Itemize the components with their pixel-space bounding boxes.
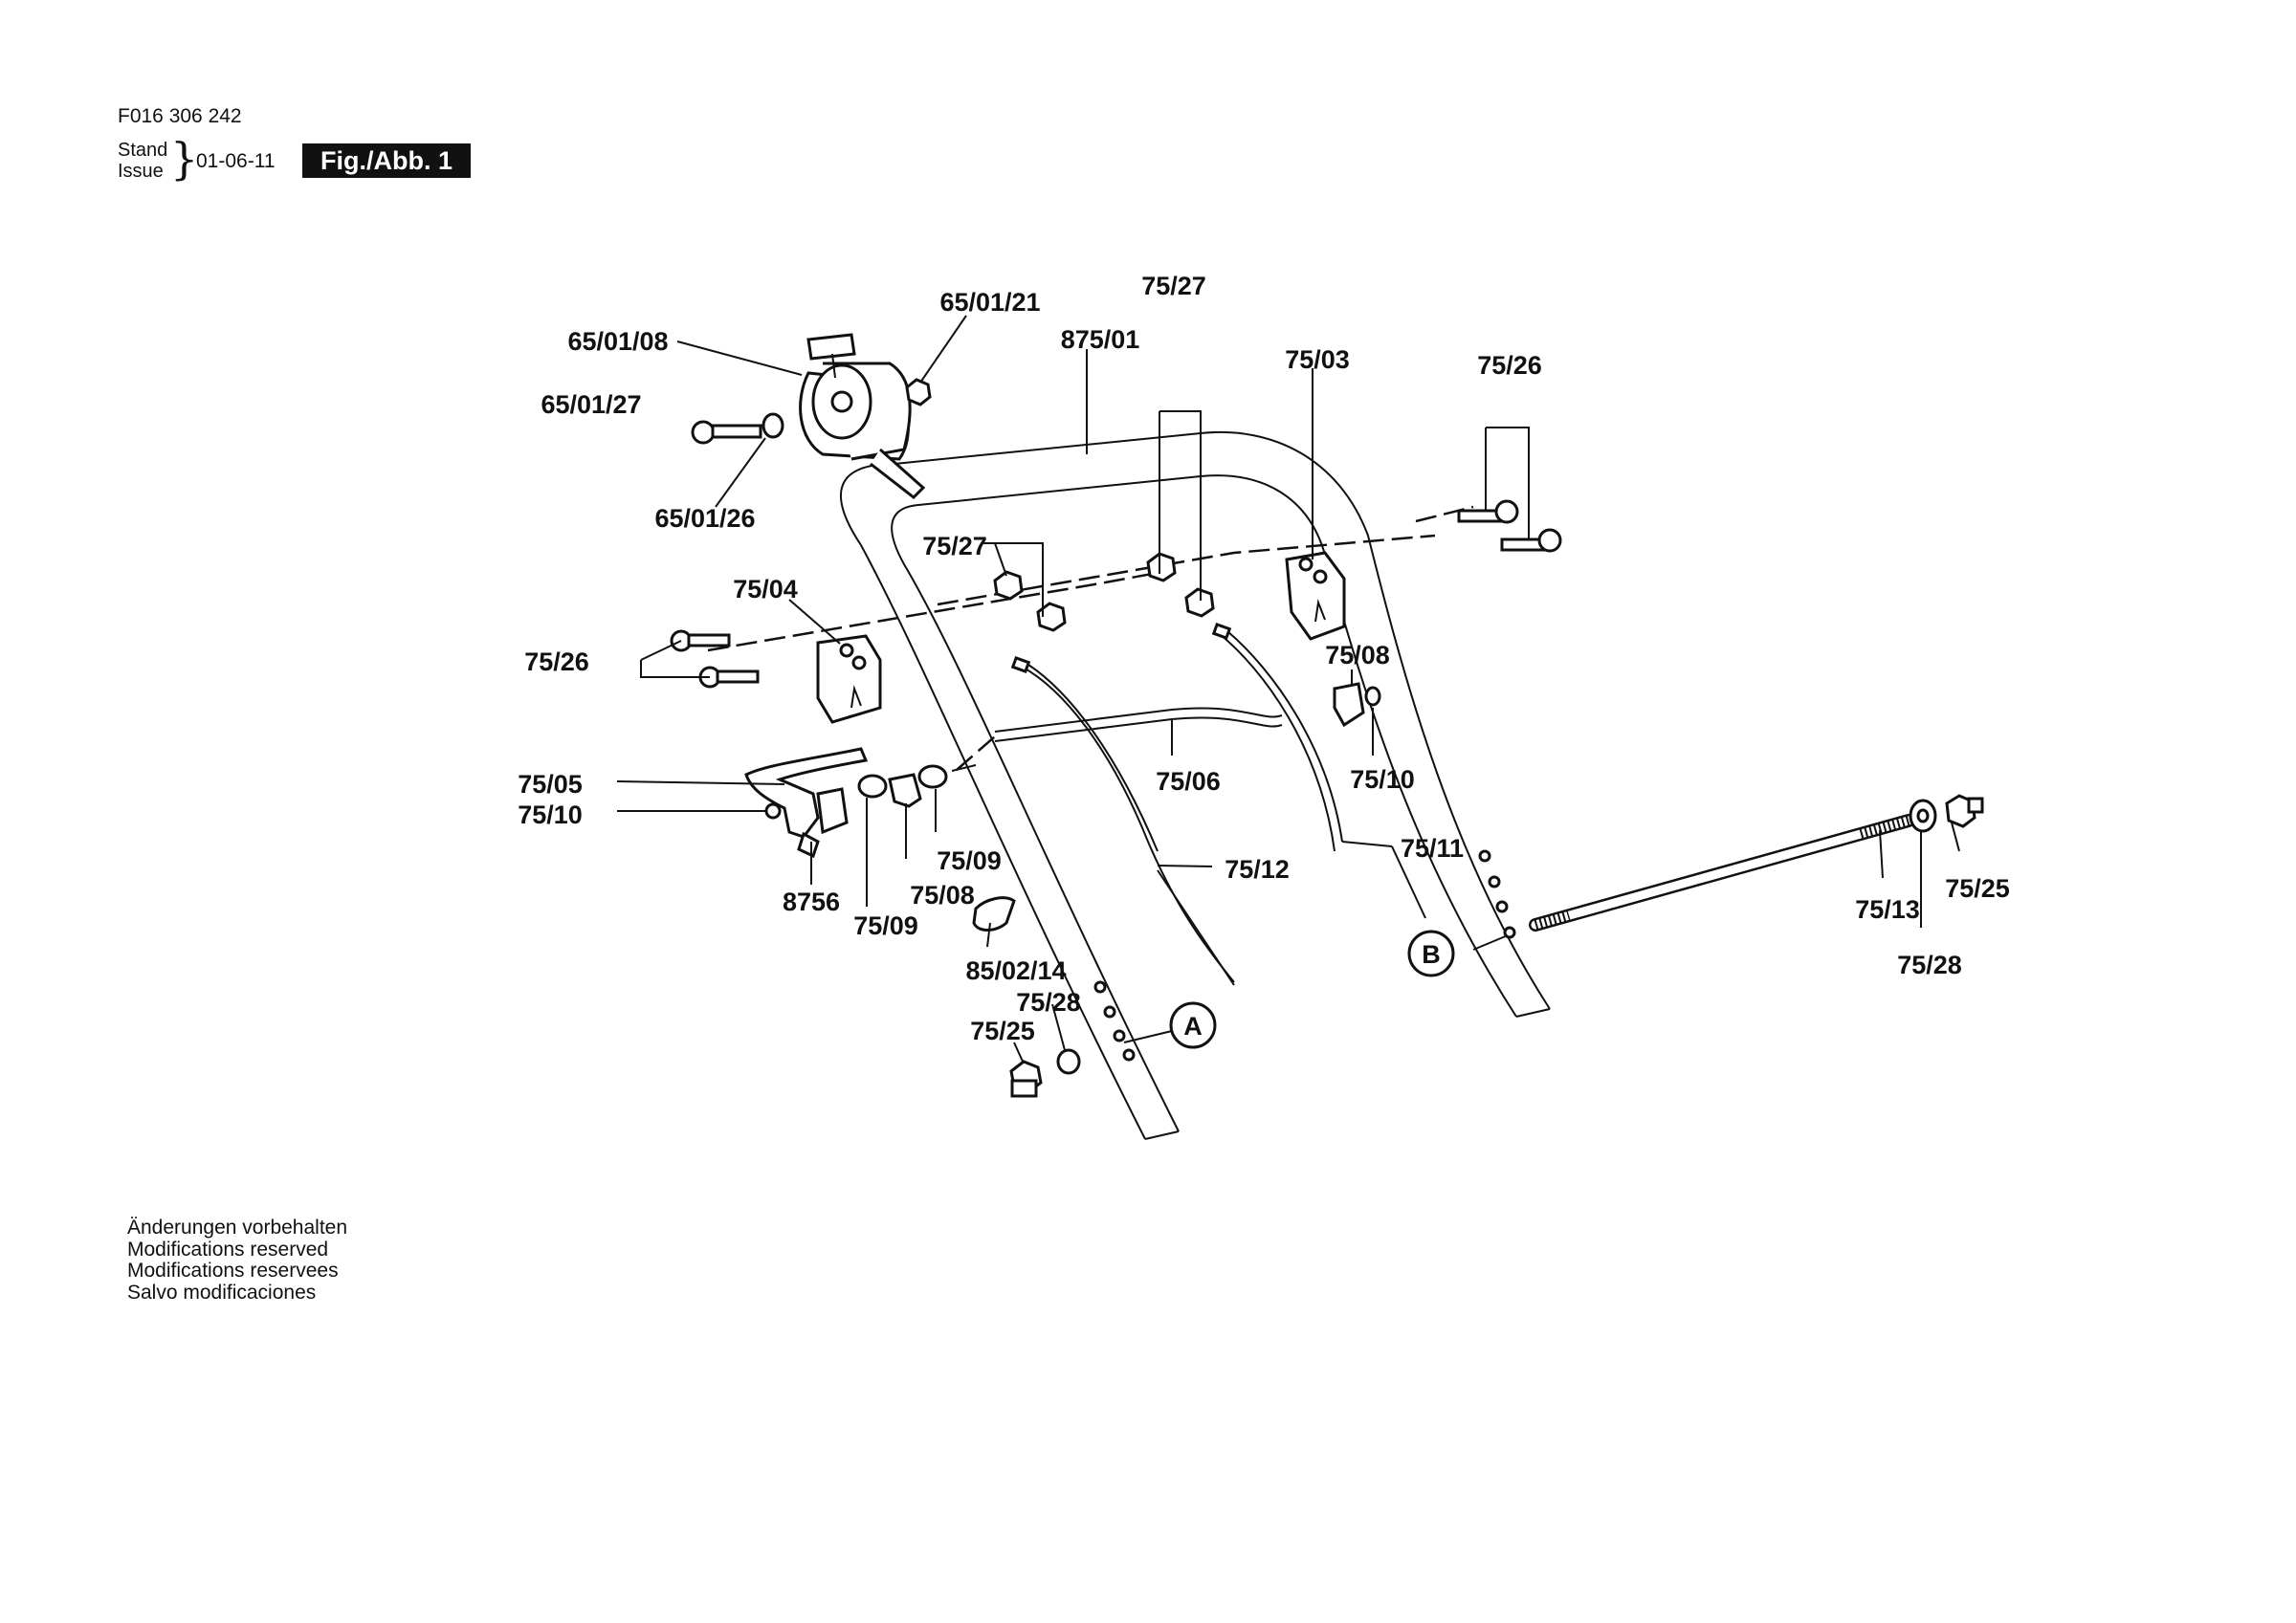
callout-label: 75/10 <box>1350 765 1415 794</box>
callout-label: 75/26 <box>1477 351 1542 380</box>
callout-labels: 65/01/21 75/27 65/01/08 875/01 75/03 75/… <box>518 272 2010 1045</box>
document-code: F016 306 242 <box>118 105 242 127</box>
callout-label: 75/13 <box>1855 895 1920 924</box>
left-screws <box>670 629 760 689</box>
callout-label: 75/26 <box>524 647 589 676</box>
notice-line-es: Salvo modificaciones <box>127 1281 317 1304</box>
callout-label: 65/01/08 <box>567 327 668 356</box>
modification-notice: Änderungen vorbehalten Modifications res… <box>127 1217 347 1304</box>
leader-lines <box>616 315 1960 1064</box>
reference-a: A <box>1183 1012 1203 1041</box>
control-lever <box>744 747 869 859</box>
callout-label: 65/01/26 <box>654 504 755 533</box>
callout-label: 75/09 <box>853 911 918 940</box>
bushing-part <box>857 774 888 799</box>
callout-label: 75/12 <box>1225 855 1290 884</box>
callout-label: 75/28 <box>1016 988 1081 1017</box>
callout-label: 75/08 <box>1325 641 1390 669</box>
right-screws <box>1457 499 1562 553</box>
figure-tag: Fig./Abb. 1 <box>302 143 471 178</box>
notice-line-en: Modifications reserved <box>127 1238 329 1261</box>
callout-label: 65/01/27 <box>541 390 641 419</box>
callout-label: 85/02/14 <box>965 956 1066 985</box>
callout-label: 75/27 <box>922 532 987 560</box>
notice-line-de: Änderungen vorbehalten <box>127 1217 348 1239</box>
handle-frame <box>840 431 1551 1140</box>
callout-label: 75/25 <box>970 1017 1035 1045</box>
notice-line-fr: Modifications reservees <box>127 1260 339 1282</box>
issue-date: 01-06-11 <box>196 150 276 172</box>
starter-housing <box>799 333 926 499</box>
washer-part <box>762 412 784 439</box>
right-clamp <box>1285 551 1346 641</box>
callout-label: 65/01/21 <box>939 288 1040 317</box>
clip-part <box>972 896 1016 932</box>
callout-label: 75/25 <box>1945 874 2010 903</box>
stand-label: Stand <box>118 140 168 161</box>
callout-label: 75/11 <box>1401 834 1464 863</box>
callout-label: 75/10 <box>518 801 583 829</box>
callout-label: 875/01 <box>1061 325 1140 354</box>
callout-label: 75/27 <box>1141 272 1206 300</box>
stand-issue-label: Stand Issue <box>118 140 167 182</box>
callout-label: 75/06 <box>1156 767 1221 796</box>
issue-label: Issue <box>118 161 164 182</box>
brace-icon: } <box>170 133 199 185</box>
nut-part <box>905 378 932 406</box>
reference-circle-a <box>1169 1001 1217 1049</box>
left-clamp <box>816 634 882 724</box>
reference-circle-b <box>1407 930 1455 977</box>
threaded-rod <box>1529 794 1984 932</box>
callout-label: 8756 <box>783 888 840 916</box>
callout-label: 75/09 <box>937 846 1002 875</box>
callout-label: 75/03 <box>1285 345 1350 374</box>
control-bar <box>956 707 1283 771</box>
screw-part <box>691 420 762 445</box>
callout-label: 75/05 <box>518 770 583 799</box>
callout-label: 75/04 <box>733 575 798 603</box>
callout-label: 75/08 <box>910 881 975 910</box>
callout-label: 75/28 <box>1897 951 1962 979</box>
reference-b: B <box>1422 940 1441 969</box>
